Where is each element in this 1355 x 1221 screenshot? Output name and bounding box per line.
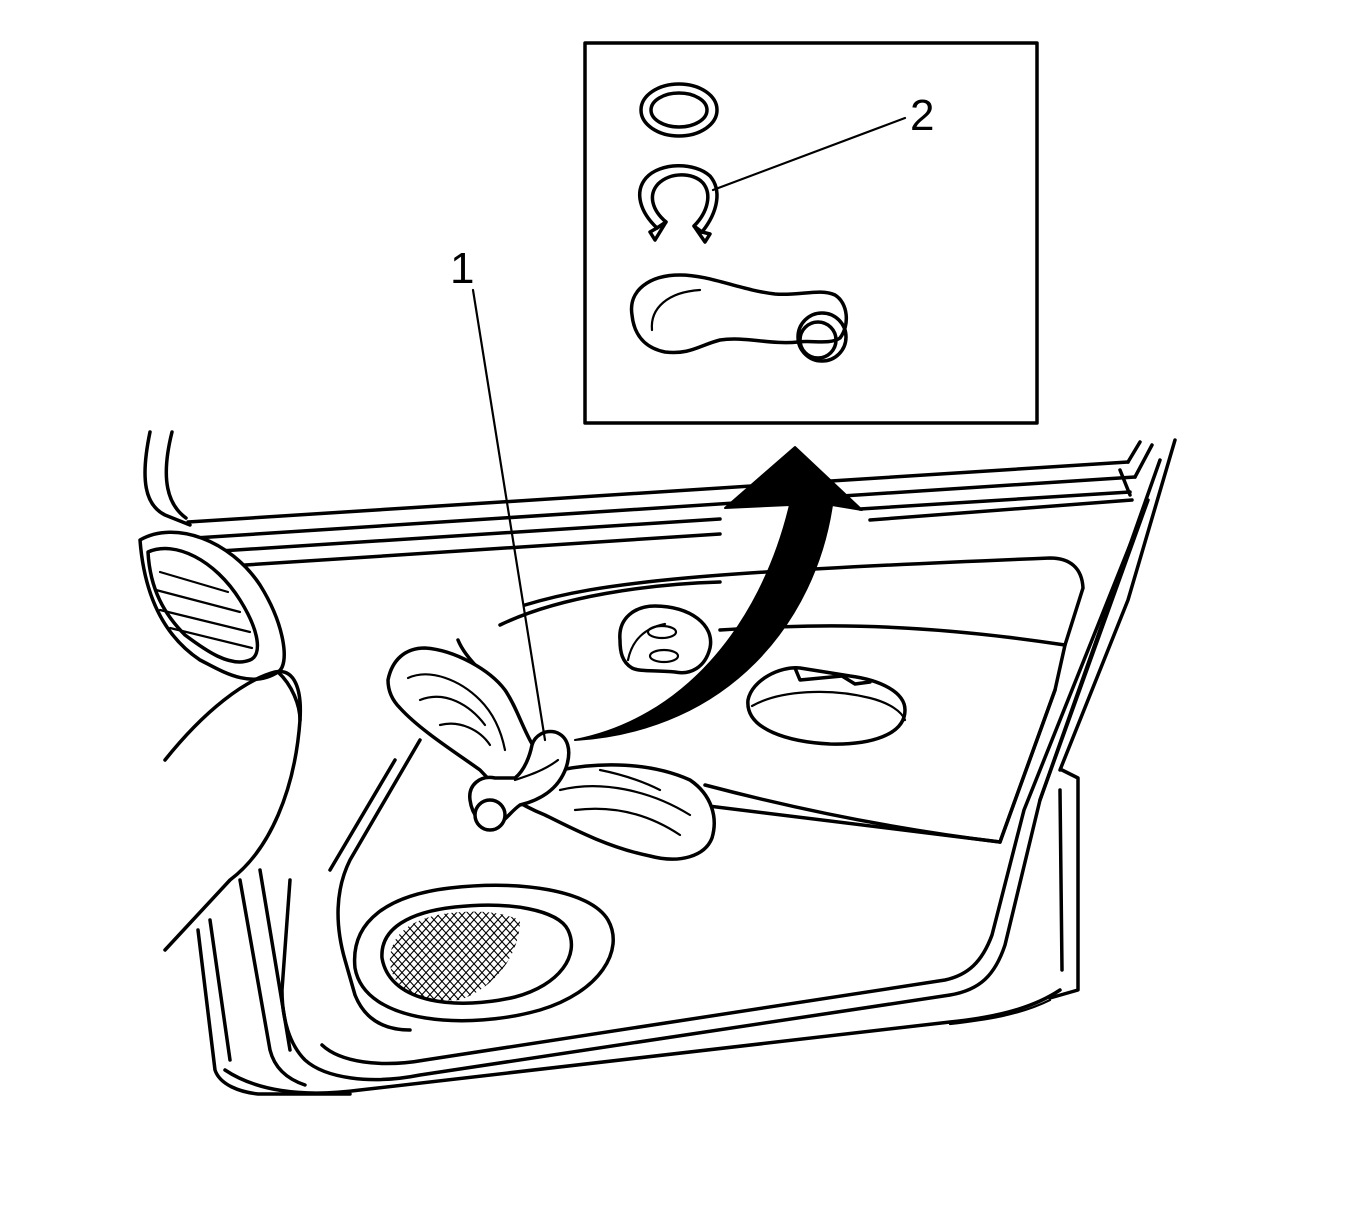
spacer-washer	[639, 82, 719, 138]
crank-handle-detail	[629, 273, 848, 363]
detail-inset	[583, 41, 1039, 425]
speaker-mesh	[389, 911, 520, 1001]
window-crank-handle	[386, 646, 716, 861]
seat-vent-ribs	[154, 570, 254, 650]
removal-arrow	[574, 446, 863, 741]
speaker-grille	[352, 883, 615, 1023]
retaining-clip	[637, 164, 719, 244]
door-assembly	[143, 430, 1177, 1096]
callout-label-1: 1	[450, 244, 474, 293]
front-seat	[138, 530, 303, 952]
callout-label-2: 2	[910, 91, 934, 140]
callout-1: 1	[450, 244, 547, 742]
callout-2: 2	[711, 91, 934, 192]
